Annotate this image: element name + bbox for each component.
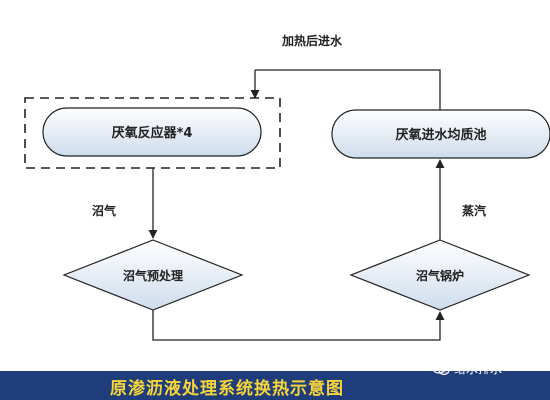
top-label: 加热后进水 xyxy=(281,33,343,48)
watermark-text: 给水排水 xyxy=(454,362,503,376)
bottom-connector xyxy=(152,310,445,341)
footer-banner: 原渗沥液处理系统换热示意图 xyxy=(0,371,550,400)
biogas-label: 沼气 xyxy=(92,203,116,218)
node-boiler-label: 沼气锅炉 xyxy=(416,268,464,283)
wechat-icon xyxy=(432,361,450,375)
return-connector xyxy=(255,69,441,110)
node-pretreat-label: 沼气预处理 xyxy=(123,268,183,283)
node-boiler xyxy=(349,239,531,311)
node-tank-label: 厌氧进水均质池 xyxy=(395,127,486,143)
node-reactor xyxy=(42,107,262,157)
node-reactor-label: 厌氧反应器*4 xyxy=(112,125,193,141)
steam-label: 蒸汽 xyxy=(462,203,486,218)
node-tank xyxy=(331,109,550,159)
watermark: 给水排水 xyxy=(432,360,502,377)
figure-title: 原渗沥液处理系统换热示意图 xyxy=(110,379,344,399)
